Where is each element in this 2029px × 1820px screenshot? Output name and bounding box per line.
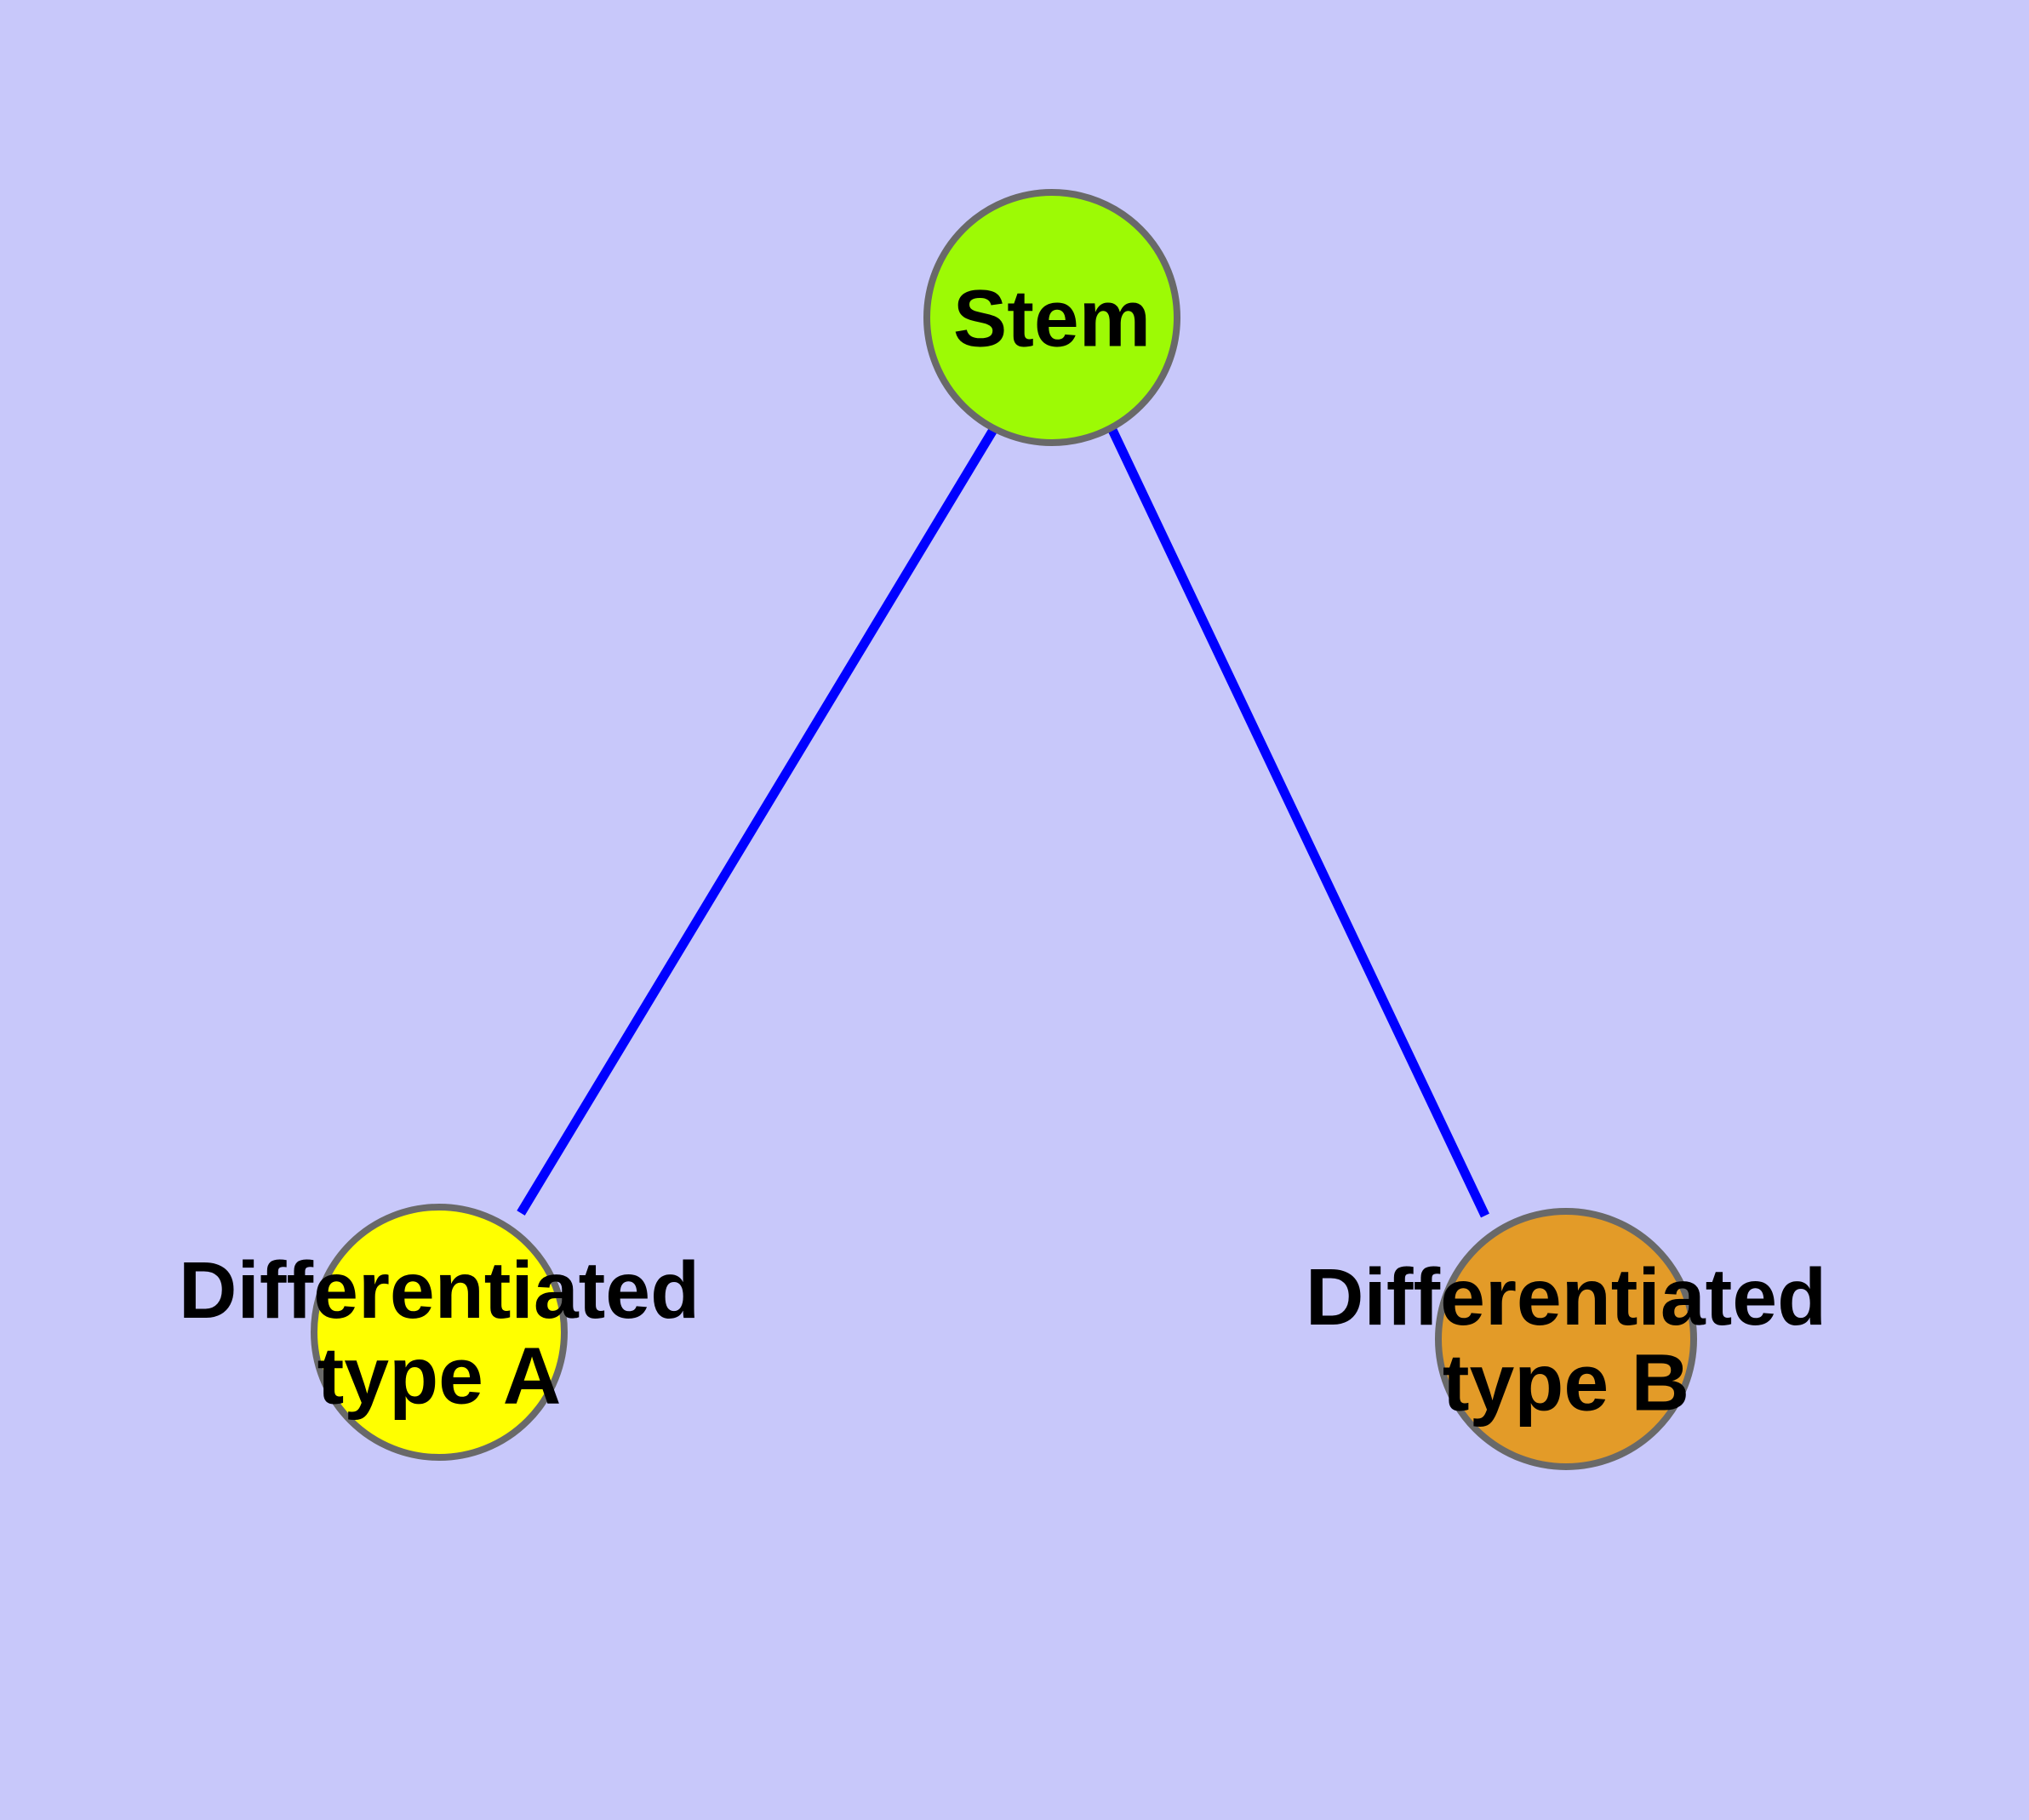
edge-stem-diff-a[interactable] xyxy=(517,427,997,1216)
node-label-line: type A xyxy=(317,1331,562,1422)
node-diff-a[interactable] xyxy=(311,1204,568,1461)
node-stem[interactable] xyxy=(923,189,1180,446)
node-label-line: Stem xyxy=(953,273,1151,363)
edges-layer xyxy=(517,427,1489,1218)
node-diff-b[interactable] xyxy=(1435,1208,1697,1470)
node-label-line: Differentiated xyxy=(179,1245,700,1336)
edge-stem-diff-b[interactable] xyxy=(1108,427,1489,1218)
node-label-stem: Stem xyxy=(953,273,1151,363)
node-label-line: Differentiated xyxy=(1306,1252,1826,1342)
nodes-layer xyxy=(311,189,1697,1470)
node-label-line: type B xyxy=(1443,1338,1689,1428)
